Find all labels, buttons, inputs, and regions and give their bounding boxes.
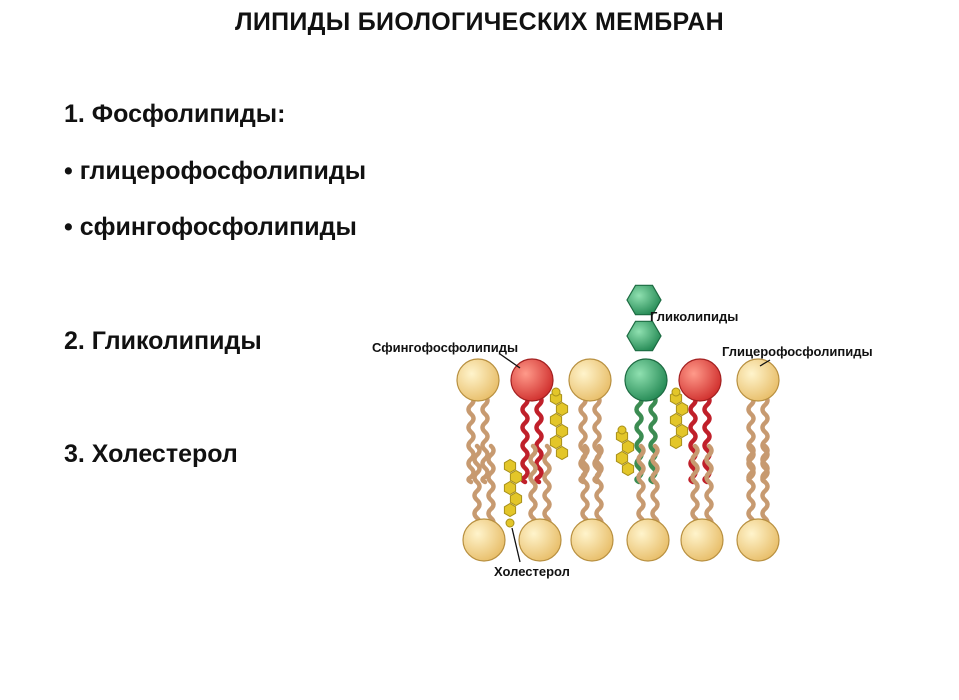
cholesterol-ring [621, 439, 635, 455]
glycolipid-sugar-chain [626, 284, 662, 352]
sphingo-tail [520, 393, 530, 485]
cholesterol-ring [621, 461, 635, 477]
cholesterol-oh [671, 387, 681, 397]
lipid-tail [528, 443, 538, 531]
phospholipid-head [680, 518, 724, 562]
lipid-tail [472, 443, 482, 531]
cholesterol-ring [509, 491, 523, 507]
lipid-tail [578, 393, 588, 485]
cholesterol-ring [549, 434, 563, 450]
glyco-tail [648, 393, 658, 485]
cholesterol-molecules [503, 387, 689, 528]
lipid-tail [466, 393, 476, 485]
cholesterol-ring [555, 401, 569, 417]
phospholipid-head [626, 518, 670, 562]
membrane-diagram: Сфингофосфолипиды Гликолипиды Глицерофос… [360, 270, 959, 590]
item-glycerophospholipids: • глицерофосфолипиды [64, 157, 367, 185]
glyco-tail [634, 393, 644, 485]
pointer-chol [511, 527, 521, 563]
cholesterol-ring [503, 502, 517, 518]
lipid-tail [542, 443, 552, 531]
cholesterol-ring [555, 445, 569, 461]
cholesterol-oh [551, 387, 561, 397]
cholesterol-ring [675, 401, 689, 417]
cholesterol-oh [505, 518, 515, 528]
lipid-tail [580, 443, 590, 531]
lipid-tail [480, 393, 490, 485]
sphingo-tail [688, 393, 698, 485]
label-sphingophospholipids: Сфингофосфолипиды [372, 340, 518, 355]
phospholipid-head [462, 518, 506, 562]
cholesterol-oh [617, 425, 627, 435]
phospholipid-head [518, 518, 562, 562]
sphingophospholipid-head [678, 358, 722, 402]
label-pointers [499, 353, 771, 563]
sphingo-tail [702, 393, 712, 485]
item-phospholipids: 1. Фосфолипиды: [64, 100, 286, 128]
lipid-tail [594, 443, 604, 531]
glycerophospholipid-head [456, 358, 500, 402]
lipid-tail [704, 443, 714, 531]
cholesterol-ring [509, 469, 523, 485]
item-sphingophospholipids: • сфингофосфолипиды [64, 213, 357, 241]
pointer-sphingo [499, 353, 521, 369]
label-glycerophospholipids: Глицерофосфолипиды [722, 344, 873, 359]
membrane-bilayer-svg: Сфингофосфолипиды Гликолипиды Глицерофос… [372, 284, 873, 579]
lipid-tail [650, 443, 660, 531]
cholesterol-ring [503, 480, 517, 496]
lipid-tail [690, 443, 700, 531]
sphingophospholipid-head [510, 358, 554, 402]
glycerophospholipid-head [736, 358, 780, 402]
pointer-glycero [759, 359, 771, 367]
phospholipid-head [570, 518, 614, 562]
cholesterol-ring [555, 423, 569, 439]
sugar-residue [626, 320, 662, 352]
label-glycolipids: Гликолипиды [650, 309, 738, 324]
cholesterol-ring [669, 434, 683, 450]
sugar-residue [626, 284, 662, 316]
phospholipid-head [736, 518, 780, 562]
cholesterol-ring [669, 412, 683, 428]
cholesterol-ring [615, 450, 629, 466]
slide-title: ЛИПИДЫ БИОЛОГИЧЕСКИХ МЕМБРАН [235, 8, 724, 36]
cholesterol-ring [549, 412, 563, 428]
cholesterol-ring [503, 458, 517, 474]
item-glycolipids: 2. Гликолипиды [64, 327, 262, 355]
glycerophospholipid-head [568, 358, 612, 402]
lipid-tail [592, 393, 602, 485]
sphingo-tail [534, 393, 544, 485]
item-cholesterol: 3. Холестерол [64, 440, 238, 468]
glycolipid-head [624, 358, 668, 402]
cholesterol-ring [675, 423, 689, 439]
label-cholesterol: Холестерол [494, 564, 570, 579]
lipid-tail [636, 443, 646, 531]
polar-heads [456, 358, 780, 562]
lipid-tail [486, 443, 496, 531]
